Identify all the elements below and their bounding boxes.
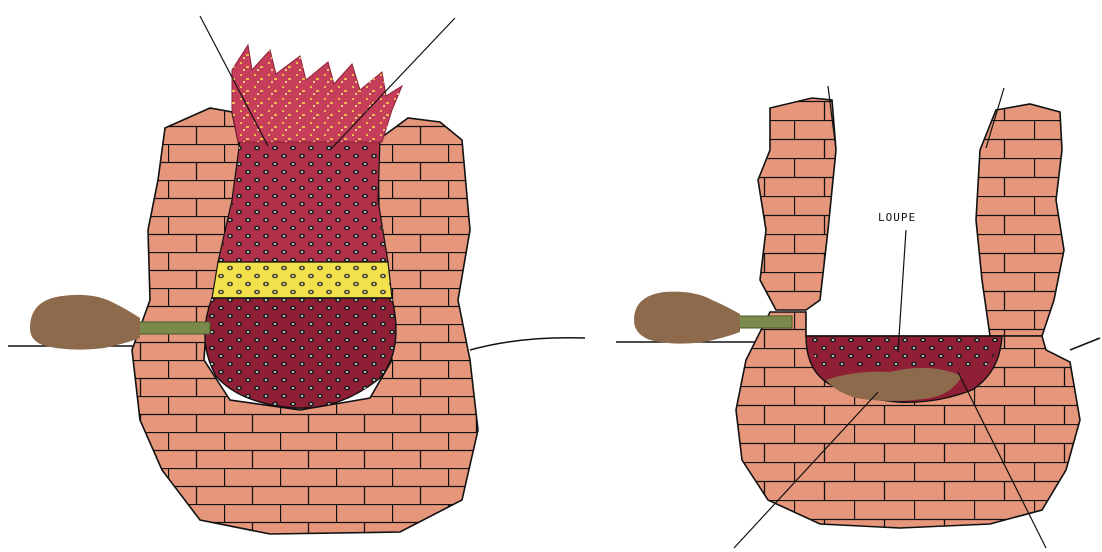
right-furnace: LOUPE [616,86,1100,548]
right-ground-line-right [1070,338,1100,350]
left-ground-line-right [470,338,585,350]
left-bellows [30,295,140,350]
left-tuyere [128,322,210,334]
left-shaft-ore [218,140,388,262]
right-tuyere [736,316,792,328]
left-slag-band-ore [212,262,392,298]
left-furnace [8,16,585,534]
loupe-label: LOUPE [878,211,916,224]
right-masonry-left-wall [758,98,836,310]
right-bellows [634,292,740,344]
loupe-leader-line [898,230,906,352]
left-flame-sparks [232,45,402,142]
right-loupe-ore [806,336,1002,370]
